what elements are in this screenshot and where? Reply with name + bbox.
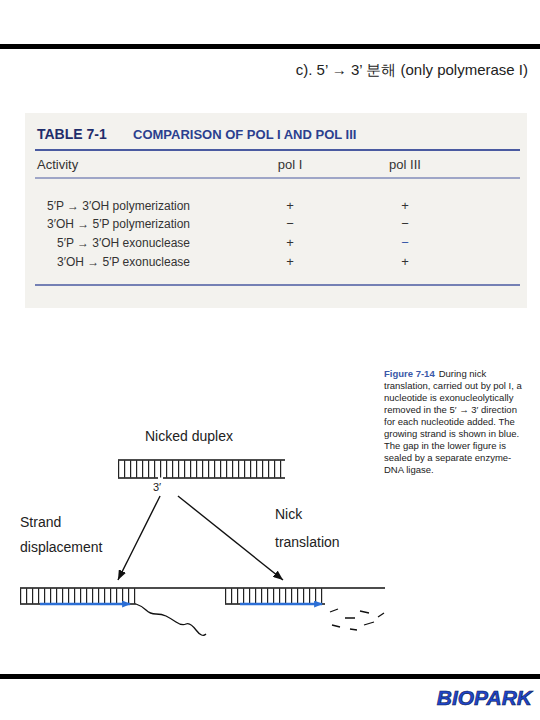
table-header: pol III — [378, 158, 432, 173]
table-cell: + — [395, 199, 415, 214]
reaction-arrow — [118, 496, 160, 580]
table-header: Activity — [37, 158, 117, 173]
base-pair-ticks — [225, 589, 325, 604]
nucleotide-fragments — [330, 609, 384, 630]
dna-strand — [225, 603, 325, 605]
displaced-duplex: Strand displacement — [18, 580, 228, 636]
node-heading: Nicked duplex — [145, 428, 285, 445]
growing-strand — [40, 603, 130, 606]
reaction-arrow — [178, 496, 283, 580]
table-header: pol I — [265, 158, 315, 173]
top-bar — [0, 44, 540, 49]
dna-strand — [20, 603, 136, 605]
table-rule — [35, 149, 520, 151]
strand-end-label: 3′ — [153, 481, 173, 494]
table-cell: − — [395, 236, 415, 251]
dna-strand — [20, 587, 225, 589]
dna-strand — [118, 477, 158, 479]
figure-caption: During nick translation, carried out by … — [384, 368, 522, 475]
table-cell: 3′OH → 5′P exonuclease — [20, 256, 190, 270]
table-number: TABLE 7-1 — [37, 126, 127, 142]
figure-number: Figure 7-14 — [384, 368, 435, 379]
translated-duplex: Nick translation — [222, 580, 392, 636]
table-cell: 5′P → 3′OH exonuclease — [20, 237, 190, 251]
base-pair-ticks — [118, 461, 285, 478]
table-cell: 5′P → 3′OH polymerization — [20, 200, 190, 214]
displaced-strand — [136, 604, 206, 635]
table-rule — [35, 284, 520, 286]
table-cell: + — [280, 255, 300, 270]
nicked-duplex: Nicked duplex — [115, 450, 287, 496]
figure-caption-block: Figure 7-14During nick translation, carr… — [384, 368, 530, 476]
table-cell: 3′OH → 5′P polymerization — [20, 218, 190, 232]
table-cell: − — [280, 217, 300, 232]
dna-strand — [163, 477, 285, 479]
node-heading: Strand displacement — [20, 510, 115, 560]
dna-strand — [225, 587, 385, 589]
dna-strand — [118, 459, 285, 461]
table-cell: − — [395, 217, 415, 232]
node-heading: Nick translation — [275, 500, 355, 556]
bottom-bar — [0, 674, 540, 679]
growing-strand — [240, 603, 322, 606]
base-pair-ticks — [20, 589, 136, 604]
table-cell: + — [395, 255, 415, 270]
table-cell: + — [280, 236, 300, 251]
table-title: COMPARISON OF POL I AND POL III — [133, 128, 433, 143]
table-cell: + — [280, 199, 300, 214]
watermark: BIOPARK — [420, 686, 532, 710]
slide-title: c). 5’ → 3’ 분해 (only polymerase I) — [296, 61, 528, 80]
table-rule — [35, 178, 520, 179]
